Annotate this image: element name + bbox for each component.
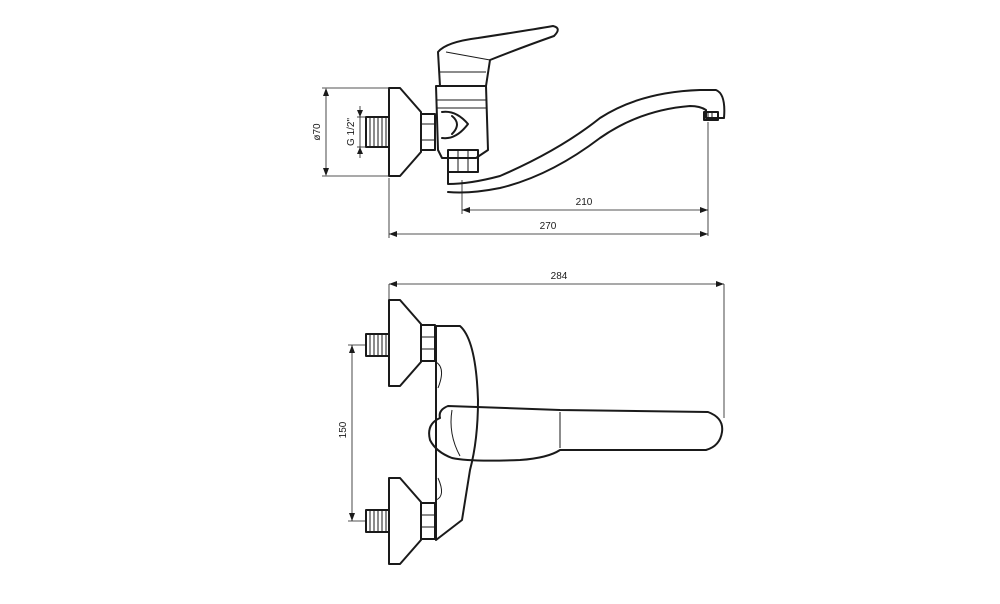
dim-spout-reach: 210 xyxy=(461,122,709,236)
dim-thread-label: G 1/2" xyxy=(346,118,357,146)
top-inlet-lower xyxy=(365,477,436,565)
dim-total-reach: 270 xyxy=(388,178,708,238)
dim-thread: G 1/2" xyxy=(346,106,366,158)
side-swivel-nut xyxy=(447,149,479,173)
dim-total-length-label: 284 xyxy=(551,271,568,282)
side-spout xyxy=(447,89,726,194)
dim-diameter-label: ø70 xyxy=(312,123,323,141)
dim-diameter: ø70 xyxy=(312,87,389,177)
dim-total-length: 284 xyxy=(388,271,725,418)
side-mixer-body xyxy=(435,85,489,159)
dim-total-reach-label: 270 xyxy=(540,221,557,232)
top-lever-handle xyxy=(428,405,724,462)
side-connection-nut xyxy=(420,113,436,151)
top-mixer-body xyxy=(435,325,479,541)
top-view: 284 150 xyxy=(338,271,725,565)
side-view: ø70 G 1/2" 210 270 xyxy=(312,25,726,238)
side-inlet-thread xyxy=(365,116,390,148)
dim-inlet-spacing-label: 150 xyxy=(338,421,349,438)
dim-inlet-spacing: 150 xyxy=(338,344,366,522)
side-lever-handle xyxy=(437,25,559,87)
dim-spout-reach-label: 210 xyxy=(576,197,593,208)
side-wall-flange xyxy=(388,87,422,177)
top-inlet-upper xyxy=(365,299,436,387)
